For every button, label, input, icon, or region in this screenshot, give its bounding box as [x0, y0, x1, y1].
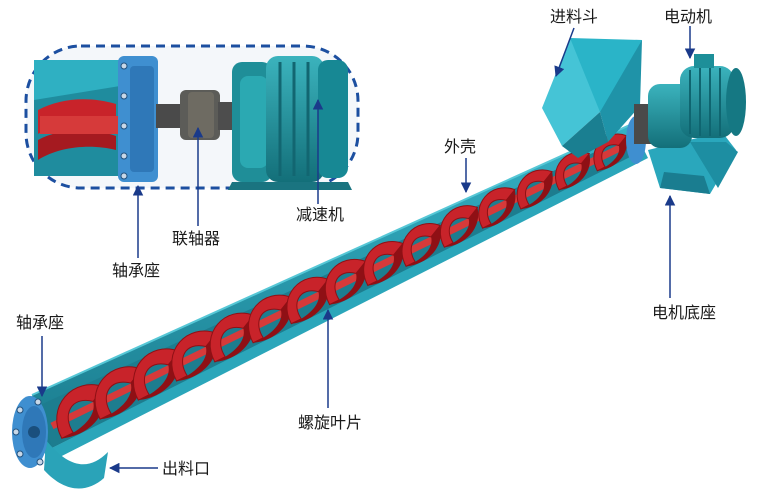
- label-coupling: 联轴器: [172, 229, 221, 248]
- label-motor-base: 电机底座: [652, 303, 717, 322]
- blade-turn-shade: [482, 189, 516, 229]
- label-blade: 螺旋叶片: [298, 413, 363, 432]
- blade-turn-shade: [367, 243, 404, 286]
- blade-turn-shade: [214, 315, 255, 362]
- motor-body: [680, 66, 734, 138]
- outlet-end: [12, 396, 108, 489]
- blade-turn: [516, 169, 553, 210]
- label-bearing-bottom: 轴承座: [16, 313, 65, 332]
- blade-turn-shade: [559, 153, 591, 190]
- outlet-spout: [44, 440, 108, 489]
- leader-arrows: [36, 26, 696, 474]
- screw-shaft: [50, 136, 638, 430]
- label-motor: 电动机: [664, 7, 713, 26]
- blade-turn-shade: [329, 261, 367, 305]
- blade-turn-shade: [291, 279, 330, 324]
- blade-turn-shade: [253, 297, 292, 343]
- helical-blades: [56, 133, 628, 440]
- inset-shaft: [40, 116, 120, 134]
- blade-turn-shade: [406, 225, 441, 267]
- feed-hopper: [542, 38, 642, 158]
- detail-inset: [24, 44, 360, 190]
- label-outlet: 出料口: [162, 459, 211, 478]
- drive-unit: [634, 54, 746, 148]
- blade-turn-shade: [597, 135, 628, 171]
- arrow-hopper: [554, 27, 575, 77]
- blade-turn-shade: [176, 333, 218, 382]
- blade-turn: [401, 223, 442, 268]
- label-shell: 外壳: [444, 137, 477, 156]
- terminal-box: [694, 54, 714, 68]
- label-bearing-top: 轴承座: [112, 261, 161, 280]
- blade-turn-shade: [100, 369, 143, 420]
- label-reducer: 减速机: [296, 205, 345, 224]
- label-hopper: 进料斗: [550, 7, 599, 26]
- blade-turn-shade: [138, 351, 181, 401]
- blade-turn-shade: [520, 171, 553, 210]
- blade-turn-shade: [444, 207, 479, 248]
